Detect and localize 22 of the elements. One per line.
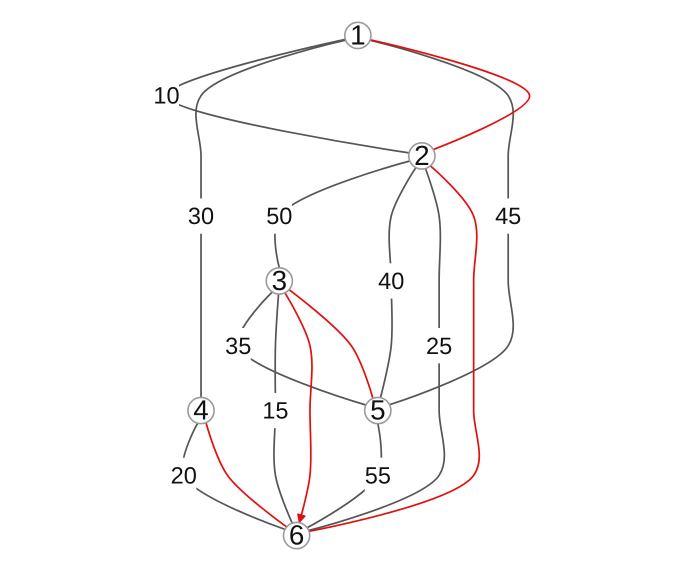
connector xyxy=(205,422,288,528)
connector xyxy=(370,38,530,150)
connector xyxy=(370,40,514,406)
node-circle: 1 xyxy=(344,22,372,50)
node-circle: 2 xyxy=(408,142,436,170)
edge-label: 40 xyxy=(378,268,404,294)
edge-label: 50 xyxy=(266,202,292,230)
edge-label: 10 xyxy=(153,82,180,110)
node-circle: 5 xyxy=(364,396,392,424)
edge-label: 35 xyxy=(225,332,252,360)
edge-label: 55 xyxy=(364,462,391,489)
connector xyxy=(288,289,374,399)
edge-label: 30 xyxy=(188,202,214,230)
arrow xyxy=(284,292,313,524)
edge-label: 45 xyxy=(495,202,522,230)
edge-label: 15 xyxy=(262,397,289,424)
node-circle: 6 xyxy=(282,522,310,550)
edge-label: 25 xyxy=(426,332,452,360)
connector xyxy=(195,39,346,398)
node-circle: 4 xyxy=(187,396,215,424)
node-circle: 3 xyxy=(265,267,294,295)
edge-label: 20 xyxy=(170,462,197,489)
